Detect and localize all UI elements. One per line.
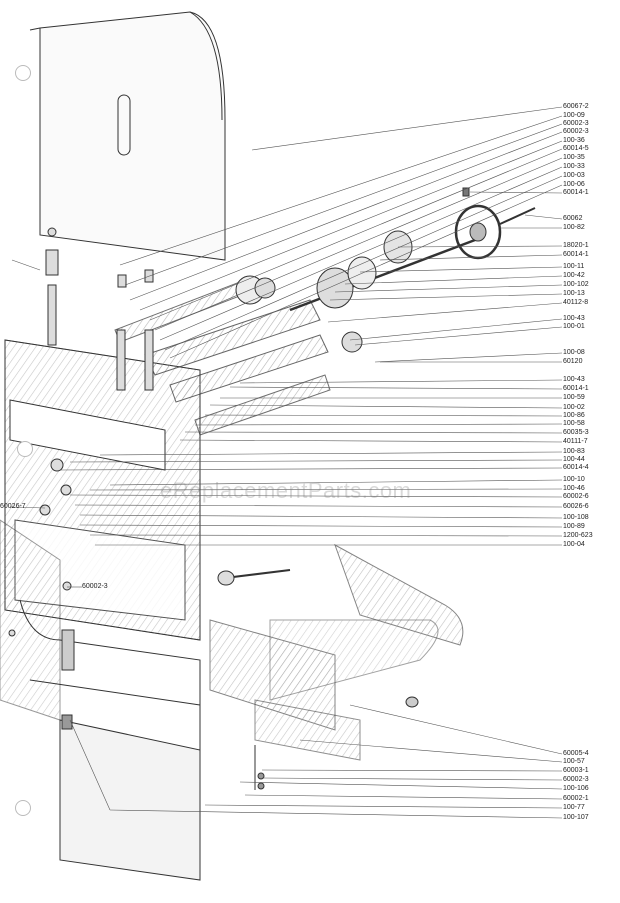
callout-label: 60002-3	[563, 776, 589, 783]
callout-label: 60120	[563, 358, 583, 365]
callout-label: 100-35	[563, 154, 585, 161]
callout-label: 60067-2	[563, 103, 589, 110]
leader-lines	[9, 106, 563, 819]
callout-label: 100-11	[563, 263, 585, 270]
callout-label: 100-107	[563, 814, 589, 821]
callout-label: 100-58	[563, 420, 585, 427]
callout-label: 60014-1	[563, 189, 589, 196]
callout-label: 100-08	[563, 349, 585, 356]
callout-label: 60062	[563, 215, 583, 222]
callout-label: 100-77	[563, 804, 585, 811]
callout-label: 60014-5	[563, 145, 589, 152]
column-plate	[29, 11, 226, 261]
callout-left-2: 60002-3	[82, 583, 108, 590]
callout-label: 100-46	[563, 485, 585, 492]
callout-label: 100-108	[563, 514, 589, 521]
binder-hole-bottom	[15, 800, 31, 816]
callout-label: 100-13	[563, 290, 585, 297]
callout-label: 60014-1	[563, 385, 589, 392]
callout-label: 100-06	[563, 181, 585, 188]
watermark: eReplacementParts.com	[160, 478, 412, 503]
callout-label: 100-04	[563, 541, 585, 548]
callout-label: 40112-8	[563, 299, 589, 306]
callout-label: 100-102	[563, 281, 589, 288]
callout-label: 60002-6	[563, 493, 589, 500]
callout-label: 40111-7	[563, 438, 588, 445]
callout-label: 100-83	[563, 448, 585, 455]
callout-label: 100-33	[563, 163, 585, 170]
callout-label: 60002-1	[563, 795, 589, 802]
callout-label: 60005-4	[563, 750, 589, 757]
binder-hole-middle	[17, 441, 33, 457]
callout-label: 60035-3	[563, 429, 589, 436]
callout-label: 100-82	[563, 224, 585, 231]
small-parts	[8, 227, 154, 637]
callout-label: 100-43	[563, 376, 585, 383]
callout-label: 100-57	[563, 758, 585, 765]
roller-assembly	[114, 275, 363, 436]
callout-label: 60014-1	[563, 251, 589, 258]
callout-label: 100-36	[563, 137, 585, 144]
callout-label: 60003-1	[563, 767, 589, 774]
callout-label: 100-86	[563, 412, 585, 419]
callout-label: 60026-6	[563, 503, 589, 510]
callout-label: 100-89	[563, 523, 585, 530]
binder-hole-top	[15, 65, 31, 81]
lift-table	[209, 543, 464, 790]
machine-base	[0, 339, 201, 881]
handwheel-shaft	[289, 187, 536, 312]
callout-label: 100-09	[563, 112, 585, 119]
callout-label: 60002-3	[563, 120, 589, 127]
callout-label: 18020-1	[563, 242, 589, 249]
callout-label: 100-43	[563, 315, 585, 322]
callout-label: 1200-623	[563, 532, 593, 539]
callout-left-1: 60026-7	[0, 503, 26, 510]
callout-label: 100-42	[563, 272, 585, 279]
callout-label: 100-10	[563, 476, 585, 483]
callout-label: 100-59	[563, 394, 585, 401]
callout-label: 100-106	[563, 785, 589, 792]
callout-label: 60014-4	[563, 464, 589, 471]
callout-label: 60002-3	[563, 128, 589, 135]
callout-label: 100-02	[563, 404, 585, 411]
callout-label: 100-01	[563, 323, 585, 330]
callout-label: 100-03	[563, 172, 585, 179]
callout-label: 100-44	[563, 456, 585, 463]
